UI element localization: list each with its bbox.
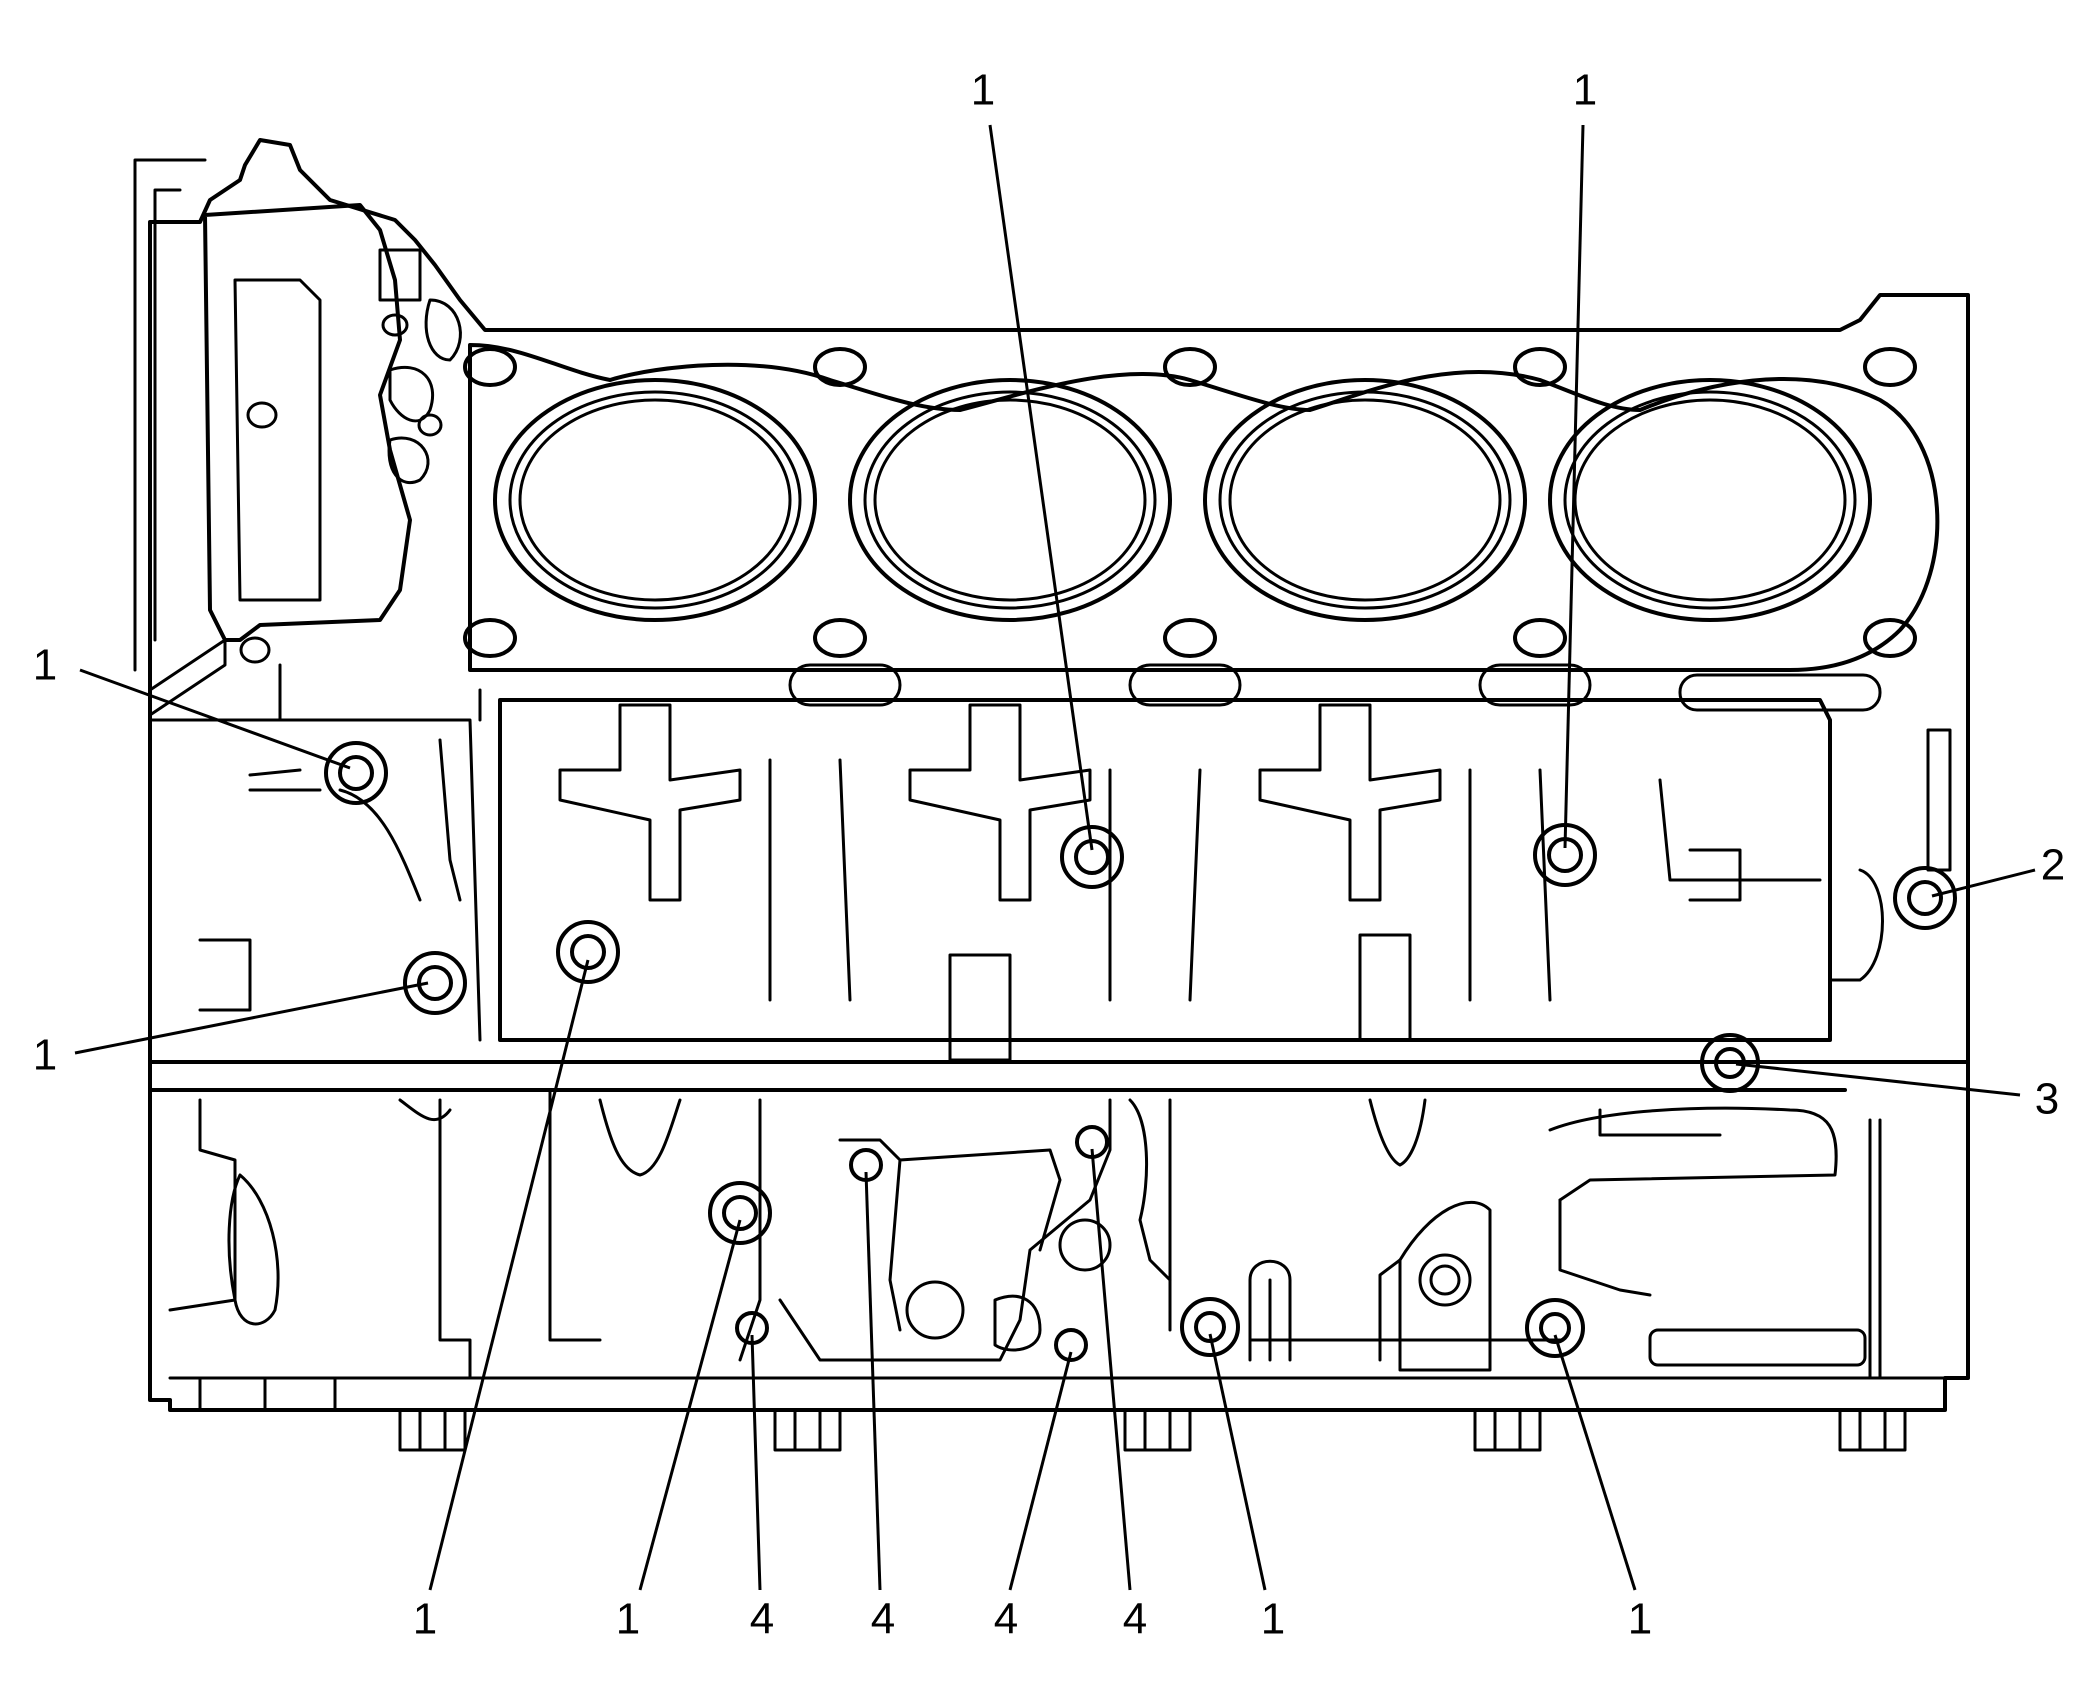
left-front-cover <box>203 203 462 664</box>
callout-labels: 1 1 1 1 2 3 1 1 4 4 4 4 1 1 <box>33 66 2065 1644</box>
hole-c-bottom-1d <box>1525 1298 1585 1358</box>
leader-c-left-lower <box>74 981 429 1055</box>
engine-block-outline <box>133 138 1970 1452</box>
leader-c-bottom-4d <box>1090 1148 1132 1591</box>
hole-c-right-3 <box>1700 1033 1760 1093</box>
callout-label: 1 <box>616 1595 640 1644</box>
callout-label: 1 <box>1628 1595 1652 1644</box>
callout-label: 1 <box>33 641 57 690</box>
leader-c-bottom-1c <box>1208 1333 1267 1591</box>
hole-c-left-upper <box>324 741 388 805</box>
callout-label: 1 <box>413 1595 437 1644</box>
leader-c-right-2 <box>1931 868 2036 898</box>
hole-c-bottom-4c <box>1054 1328 1088 1362</box>
hole-c-left-lower <box>403 951 467 1015</box>
hole-c-bottom-1a <box>556 920 620 984</box>
leader-c-top-mid <box>988 124 1094 851</box>
callout-label: 1 <box>1261 1595 1285 1644</box>
bottom-bolt-heads <box>398 1408 1907 1452</box>
lower-crankcase <box>168 1088 1882 1380</box>
leader-c-bottom-4a <box>750 1334 762 1591</box>
hole-c-bottom-1b <box>708 1181 772 1245</box>
leader-lines <box>74 124 2036 1591</box>
callout-label: 1 <box>971 66 995 115</box>
callout-label: 1 <box>33 1031 57 1080</box>
leader-c-right-3 <box>1735 1062 2021 1097</box>
leader-c-bottom-4c <box>1008 1351 1073 1591</box>
leader-c-bottom-1b <box>638 1219 742 1591</box>
leader-c-bottom-4b <box>864 1171 882 1591</box>
hole-c-top-mid <box>1060 825 1124 889</box>
callout-label: 4 <box>750 1595 774 1644</box>
leader-c-top-right <box>1563 124 1585 849</box>
hole-c-right-2 <box>1893 866 1957 930</box>
callout-label: 4 <box>1123 1595 1147 1644</box>
crankcase-webs <box>148 663 1952 1062</box>
callout-label: 1 <box>1573 66 1597 115</box>
leader-c-bottom-1a <box>428 959 590 1591</box>
hole-c-bottom-1c <box>1180 1297 1240 1357</box>
callout-label: 4 <box>871 1595 895 1644</box>
callout-holes <box>324 741 1957 1362</box>
leader-c-bottom-1d <box>1553 1334 1637 1591</box>
callout-label: 2 <box>2041 841 2065 890</box>
leader-c-left-upper <box>79 668 351 770</box>
callout-label: 4 <box>994 1595 1018 1644</box>
callout-label: 3 <box>2035 1075 2059 1124</box>
cylinder-bores <box>463 343 1940 712</box>
